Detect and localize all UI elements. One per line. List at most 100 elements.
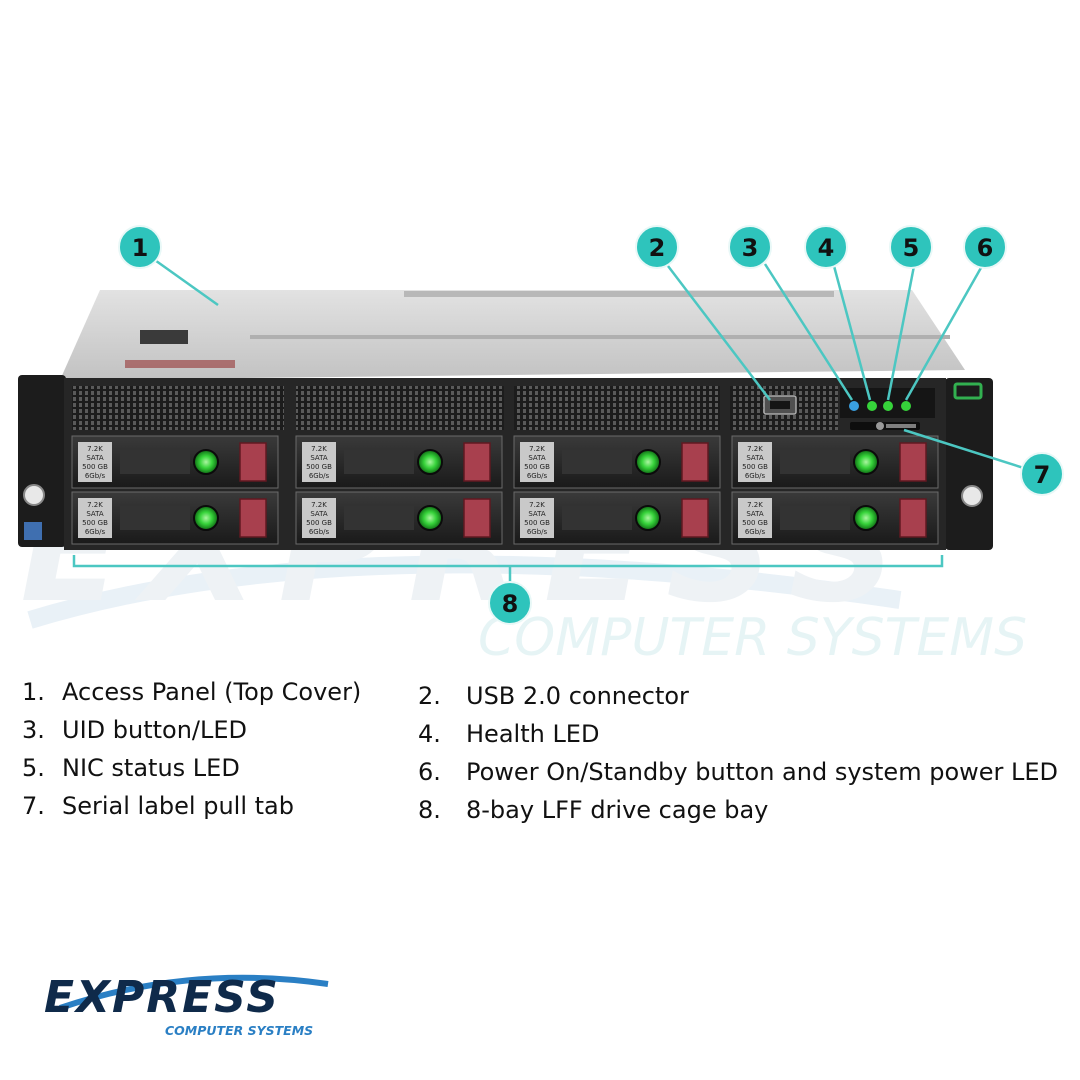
power-button[interactable] (901, 401, 911, 411)
callout-3: 3 (728, 225, 772, 269)
callout-lines (72, 256, 1031, 590)
drive-label-text: 7.2K (311, 445, 327, 453)
callout-4: 4 (804, 225, 848, 269)
svg-text:1: 1 (132, 234, 149, 262)
express-logo: EXPRESS COMPUTER SYSTEMS (44, 972, 329, 1038)
drive-label (738, 442, 772, 482)
drive-label (520, 442, 554, 482)
drive-status-led (417, 449, 443, 475)
drive-label-text: SATA (746, 510, 764, 518)
control-panel (763, 388, 935, 430)
svg-text:7: 7 (1034, 461, 1051, 489)
drive-label-text: 7.2K (747, 445, 763, 453)
callout-markers: 1 2 3 4 5 6 7 8 (118, 225, 1064, 625)
logo-word: EXPRESS (44, 972, 280, 1023)
drive-label-text: 500 GB (742, 463, 768, 471)
drive-status-led (635, 505, 661, 531)
svg-text:6: 6 (977, 234, 994, 262)
drive-status-led (853, 505, 879, 531)
drive-label-text: 500 GB (742, 519, 768, 527)
drive-status-led (193, 505, 219, 531)
hpe-logo-tag (953, 382, 983, 400)
legend-item-8: 8.8-bay LFF drive cage bay (418, 796, 769, 824)
svg-text:8: 8 (502, 590, 519, 618)
legend-right: 2.USB 2.0 connector 4.Health LED 6.Power… (418, 677, 1058, 829)
drive-status-led (193, 449, 219, 475)
drive-label-text: SATA (86, 454, 104, 462)
drive-label-text: SATA (746, 454, 764, 462)
drive-label-text: 7.2K (529, 501, 545, 509)
drive-label-text: 7.2K (87, 445, 103, 453)
serial-label-pull-tab[interactable] (886, 424, 916, 428)
legend-item-6: 6.Power On/Standby button and system pow… (418, 758, 1059, 786)
svg-text:3: 3 (742, 234, 759, 262)
callout-7: 7 (1020, 452, 1064, 496)
drive-release-latch[interactable] (899, 442, 927, 482)
drive-label-text: 500 GB (524, 519, 550, 527)
right-thumbscrew (961, 485, 983, 507)
drive-release-latch[interactable] (463, 442, 491, 482)
svg-text:4: 4 (818, 234, 835, 262)
callout-6: 6 (963, 225, 1007, 269)
usb-port[interactable] (770, 401, 790, 409)
drive-label-text: 7.2K (529, 445, 545, 453)
drive-label-text: SATA (528, 454, 546, 462)
drive-label (302, 442, 336, 482)
drive-label-text: 6Gb/s (85, 528, 106, 536)
drive-label-text: SATA (86, 510, 104, 518)
drive-label-text: 6Gb/s (309, 528, 330, 536)
drive-label-text: 500 GB (524, 463, 550, 471)
legend-left: 1.Access Panel (Top Cover) 3.UID button/… (22, 673, 361, 825)
drive-status-led (853, 449, 879, 475)
drive-release-latch[interactable] (899, 498, 927, 538)
drive-release-latch[interactable] (463, 498, 491, 538)
drive-label (78, 498, 112, 538)
watermark-tagline: COMPUTER SYSTEMS (478, 608, 1027, 660)
drive-label-text: 500 GB (82, 519, 108, 527)
drive-status-led (635, 449, 661, 475)
callout-2: 2 (635, 225, 679, 269)
drive-release-latch[interactable] (239, 498, 267, 538)
drive-label-text: 7.2K (311, 501, 327, 509)
drive-label (520, 498, 554, 538)
drive-release-latch[interactable] (681, 442, 709, 482)
drive-label-text: 500 GB (82, 463, 108, 471)
callout-8: 8 (488, 581, 532, 625)
nic-status-led (883, 401, 893, 411)
legend-item-7: 7.Serial label pull tab (22, 792, 294, 820)
svg-text:2: 2 (649, 234, 666, 262)
callout-5: 5 (889, 225, 933, 269)
drive-label-text: SATA (310, 510, 328, 518)
drive-label-text: 7.2K (87, 501, 103, 509)
drive-label (78, 442, 112, 482)
legend-item-3: 3.UID button/LED (22, 716, 248, 744)
drive-status-led (417, 505, 443, 531)
legend-item-4: 4.Health LED (418, 720, 600, 748)
drive-release-latch[interactable] (239, 442, 267, 482)
drive-label-text: 6Gb/s (745, 472, 766, 480)
drive-label-text: 6Gb/s (527, 528, 548, 536)
callout-1: 1 (118, 225, 162, 269)
left-thumbscrew (23, 484, 45, 506)
legend-item-5: 5.NIC status LED (22, 754, 240, 782)
drive-label (302, 498, 336, 538)
drive-label-text: SATA (310, 454, 328, 462)
drive-label-text: 500 GB (306, 519, 332, 527)
drive-label-text: 500 GB (306, 463, 332, 471)
uid-led[interactable] (849, 401, 859, 411)
drive-label-text: 6Gb/s (527, 472, 548, 480)
drive-label (738, 498, 772, 538)
legend-item-2: 2.USB 2.0 connector (418, 682, 689, 710)
drive-release-latch[interactable] (681, 498, 709, 538)
legend-item-1: 1.Access Panel (Top Cover) (22, 678, 362, 706)
